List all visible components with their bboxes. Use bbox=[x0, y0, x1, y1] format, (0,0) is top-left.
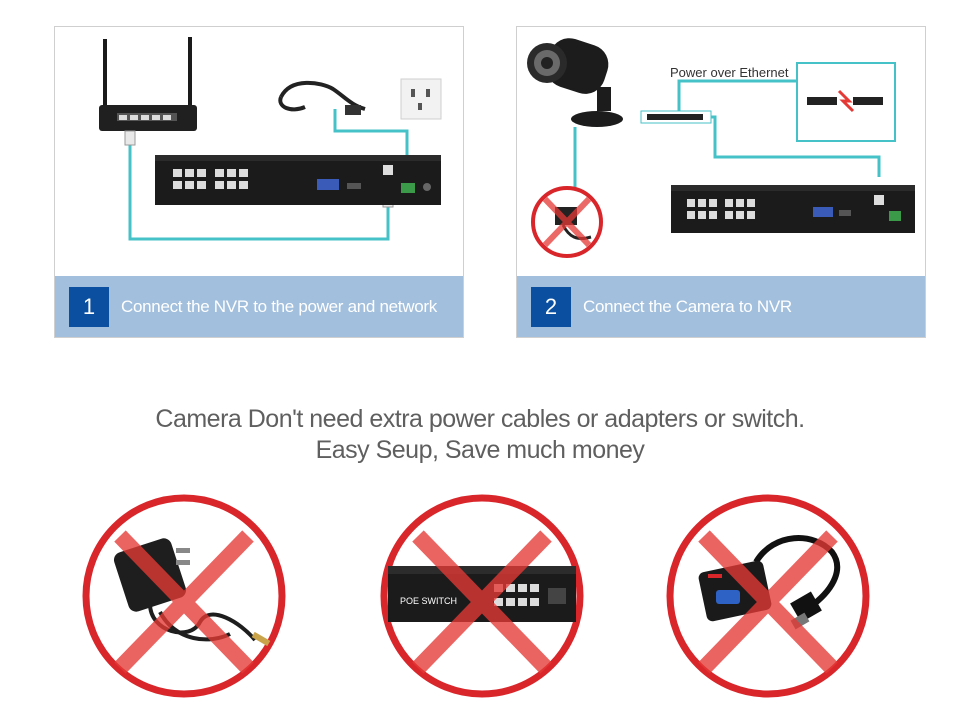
nvr-device-icon bbox=[671, 185, 915, 233]
step-1-caption: 1 Connect the NVR to the power and netwo… bbox=[55, 276, 463, 337]
no-adapter-icon bbox=[531, 186, 603, 258]
cross-mark bbox=[698, 530, 838, 674]
connector-zoom-icon bbox=[807, 89, 883, 113]
no-vga-hdmi-adapter-circle bbox=[666, 494, 870, 698]
step-2-text: Connect the Camera to NVR bbox=[583, 296, 792, 316]
cross-mark bbox=[114, 530, 254, 674]
cross-mark bbox=[412, 530, 552, 674]
step-number-badge: 1 bbox=[69, 286, 109, 327]
step-number-badge: 2 bbox=[531, 286, 571, 327]
wall-outlet-icon bbox=[400, 78, 442, 120]
rj45-plug-icon bbox=[124, 130, 136, 146]
headline-line-1: Camera Don't need extra power cables or … bbox=[155, 405, 805, 433]
step-1-panel: 1 Connect the NVR to the power and netwo… bbox=[54, 26, 464, 338]
no-power-adapter-circle bbox=[82, 494, 286, 698]
cable-lines bbox=[128, 109, 409, 241]
no-poe-switch-circle: POE SWITCH bbox=[380, 494, 584, 698]
headline-line-2: Easy Seup, Save much money bbox=[315, 436, 645, 464]
poe-label: Power over Ethernet bbox=[670, 65, 789, 80]
rj45-coupler-icon bbox=[647, 114, 703, 120]
router-icon bbox=[99, 37, 197, 131]
nvr-network-diagram bbox=[99, 37, 442, 241]
nvr-device-icon bbox=[155, 155, 441, 205]
poe-switch-label: POE SWITCH bbox=[400, 596, 457, 606]
step-2-caption: 2 Connect the Camera to NVR bbox=[517, 276, 925, 337]
step-2-panel: Power over Ethernet bbox=[516, 26, 926, 338]
headline: Camera Don't need extra power cables or … bbox=[0, 404, 960, 466]
bullet-camera-icon bbox=[527, 38, 623, 127]
step-1-text: Connect the NVR to the power and network bbox=[121, 296, 437, 316]
camera-nvr-diagram: Power over Ethernet bbox=[527, 38, 915, 258]
power-cord-icon bbox=[278, 80, 366, 115]
